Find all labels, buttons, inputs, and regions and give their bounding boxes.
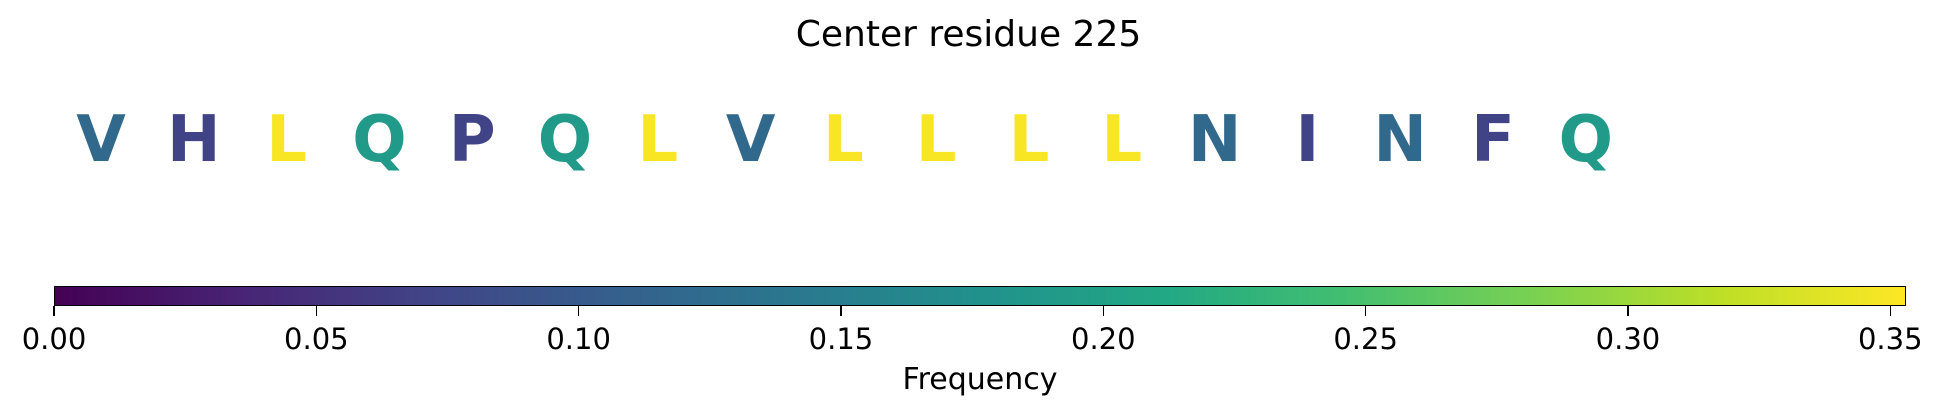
colorbar-tick [1102,306,1105,316]
colorbar [54,286,1906,306]
colorbar-tick [53,306,55,316]
residue-letter: L [266,103,307,177]
residue-letter: V [725,103,776,177]
residue-letter: I [1295,103,1320,177]
colorbar-tick-label: 0.05 [284,322,349,356]
colorbar-tick-label: 0.35 [1857,322,1923,356]
residue-letter: N [1187,103,1242,177]
residue-letter: L [915,103,957,177]
colorbar-tick [1364,306,1367,316]
colorbar-ticks [53,306,1906,318]
colorbar-tick [1627,306,1629,316]
residue-letter: L [1008,103,1050,177]
residue-letter: Q [1558,103,1613,177]
residue-letter: L [823,103,864,177]
colorbar-tick-label: 0.00 [21,322,87,356]
residue-letter: V [76,103,126,177]
residue-letter: P [448,103,496,177]
colorbar-tick-labels: 0.00 0.05 0.10 0.15 0.20 0.25 0.30 0.35 [22,322,1923,358]
residue-letter: Q [352,103,407,177]
colorbar-tick [1889,306,1891,316]
residue-letter: H [167,103,221,177]
chart-title: Center residue 225 [795,14,1142,55]
colorbar-tick [840,306,842,316]
residue-letter: L [1101,103,1143,177]
colorbar-tick [577,306,580,316]
colorbar-tick-label: 0.30 [1595,322,1661,356]
residue-letter: Q [537,103,593,177]
colorbar-tick [315,306,318,316]
residue-letter: F [1471,103,1515,177]
colorbar-tick-label: 0.20 [1070,322,1136,356]
colorbar-tick-label: 0.25 [1333,322,1398,356]
residue-letter: L [637,103,679,177]
colorbar-label: Frequency [902,362,1058,397]
colorbar-tick-label: 0.10 [546,322,611,356]
colorbar-tick-label: 0.15 [808,322,874,356]
residue-letter: N [1373,103,1427,177]
